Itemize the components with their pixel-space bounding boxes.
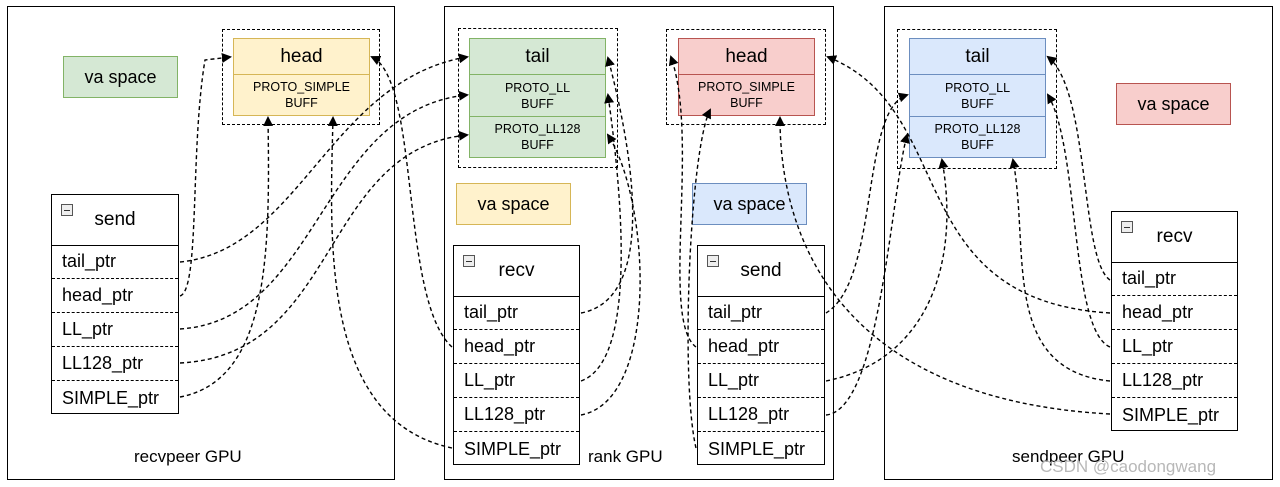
- buffer-title: head: [234, 39, 369, 75]
- field-simple-ptr: SIMPLE_ptr: [62, 387, 160, 408]
- arrow-recv-llptr: [179, 90, 469, 330]
- table-title: send: [52, 195, 178, 246]
- arrow-rank-recv-ll128ptr: [580, 133, 641, 416]
- field-head-ptr: head_ptr: [698, 330, 824, 364]
- proto-simple-buff: PROTO_SIMPLE BUFF: [697, 80, 796, 110]
- field-ll-ptr: LL_ptr: [52, 313, 178, 347]
- arrow-send-tailptr: [1046, 55, 1111, 281]
- field-ll-ptr: LL_ptr: [698, 364, 824, 398]
- arrow-recv-ll128ptr: [179, 130, 469, 364]
- proto-ll-buff: PROTO_LL BUFF: [470, 75, 605, 117]
- sendpeer-recv-table: recv tail_ptr head_ptr LL_ptr LL128_ptr …: [1111, 211, 1238, 431]
- field-simple-ptr: SIMPLE_ptr: [464, 438, 562, 459]
- proto-ll128-buff: PROTO_LL128 BUFF: [494, 122, 581, 152]
- arrow-rank-send-simpleptr: [687, 108, 711, 449]
- va-space-blue: va space: [692, 183, 807, 225]
- arrow-rank-send-headptr: [668, 55, 697, 348]
- rank-gpu-label: rank GPU: [588, 447, 663, 466]
- watermark: CSDN @caodongwang: [1040, 457, 1217, 476]
- table-title: recv: [1112, 212, 1237, 263]
- arrow-send-headptr: [826, 55, 1111, 314]
- field-ll128-ptr: LL128_ptr: [454, 398, 579, 432]
- rank-head-group: [666, 29, 826, 125]
- table-title: recv: [454, 246, 579, 297]
- arrow-recv-headptr: [179, 52, 232, 297]
- arrow-send-llptr: [1046, 93, 1111, 348]
- field-ll-ptr: LL_ptr: [1112, 330, 1237, 364]
- va-space-red: va space: [1116, 83, 1231, 125]
- field-head-ptr: head_ptr: [454, 330, 579, 364]
- buffer-title: tail: [910, 39, 1045, 75]
- arrow-rank-recv-tailptr: [580, 56, 634, 314]
- collapse-icon[interactable]: [463, 255, 475, 267]
- recvpeer-send-table: send tail_ptr head_ptr LL_ptr LL128_ptr …: [51, 194, 179, 414]
- field-head-ptr: head_ptr: [1112, 296, 1237, 330]
- field-head-ptr: head_ptr: [52, 279, 178, 313]
- recvpeer-gpu-label: recvpeer GPU: [134, 447, 242, 466]
- arrow-send-simpleptr: [775, 116, 1111, 415]
- arrow-rank-send-llptr: [825, 158, 949, 382]
- field-ll128-ptr: LL128_ptr: [1112, 364, 1237, 398]
- field-tail-ptr: tail_ptr: [454, 296, 579, 330]
- arrow-recv-tailptr: [179, 53, 469, 263]
- rank-head-buffer: head PROTO_SIMPLE BUFF: [678, 38, 815, 116]
- sendpeer-tail-group: [897, 29, 1057, 169]
- arrow-rank-send-ll128ptr: [825, 133, 910, 416]
- field-simple-ptr: SIMPLE_ptr: [708, 438, 806, 459]
- field-ll-ptr: LL_ptr: [454, 364, 579, 398]
- sendpeer-gpu-label: sendpeer GPU: [1012, 447, 1125, 466]
- arrow-rank-recv-headptr: [370, 55, 453, 348]
- collapse-icon[interactable]: [707, 255, 719, 267]
- field-simple-ptr: SIMPLE_ptr: [1122, 404, 1220, 425]
- table-title: send: [698, 246, 824, 297]
- proto-simple-buff: PROTO_SIMPLE BUFF: [252, 80, 351, 110]
- rank-tail-buffer: tail PROTO_LL BUFF PROTO_LL128 BUFF: [469, 38, 606, 158]
- recvpeer-head-buffer: head PROTO_SIMPLE BUFF: [233, 38, 370, 116]
- arrow-rank-recv-simpleptr: [327, 116, 453, 449]
- rank-recv-table: recv tail_ptr head_ptr LL_ptr LL128_ptr …: [453, 245, 580, 465]
- proto-ll128-buff: PROTO_LL128 BUFF: [934, 122, 1021, 152]
- buffer-title: tail: [470, 39, 605, 75]
- sendpeer-tail-buffer: tail PROTO_LL BUFF PROTO_LL128 BUFF: [909, 38, 1046, 158]
- recvpeer-head-group: [222, 29, 380, 125]
- field-ll128-ptr: LL128_ptr: [52, 347, 178, 381]
- arrow-rank-recv-llptr: [580, 93, 622, 382]
- va-space-yellow: va space: [456, 183, 571, 225]
- arrow-rank-send-tailptr: [825, 92, 909, 314]
- collapse-icon[interactable]: [1121, 221, 1133, 233]
- rank-send-table: send tail_ptr head_ptr LL_ptr LL128_ptr …: [697, 245, 825, 465]
- field-tail-ptr: tail_ptr: [698, 296, 824, 330]
- field-ll128-ptr: LL128_ptr: [698, 398, 824, 432]
- field-tail-ptr: tail_ptr: [1112, 262, 1237, 296]
- buffer-title: head: [679, 39, 814, 75]
- collapse-icon[interactable]: [61, 204, 73, 216]
- field-tail-ptr: tail_ptr: [52, 245, 178, 279]
- va-space-green: va space: [63, 56, 178, 98]
- proto-ll-buff: PROTO_LL BUFF: [910, 75, 1045, 117]
- arrow-send-ll128ptr: [1009, 158, 1111, 382]
